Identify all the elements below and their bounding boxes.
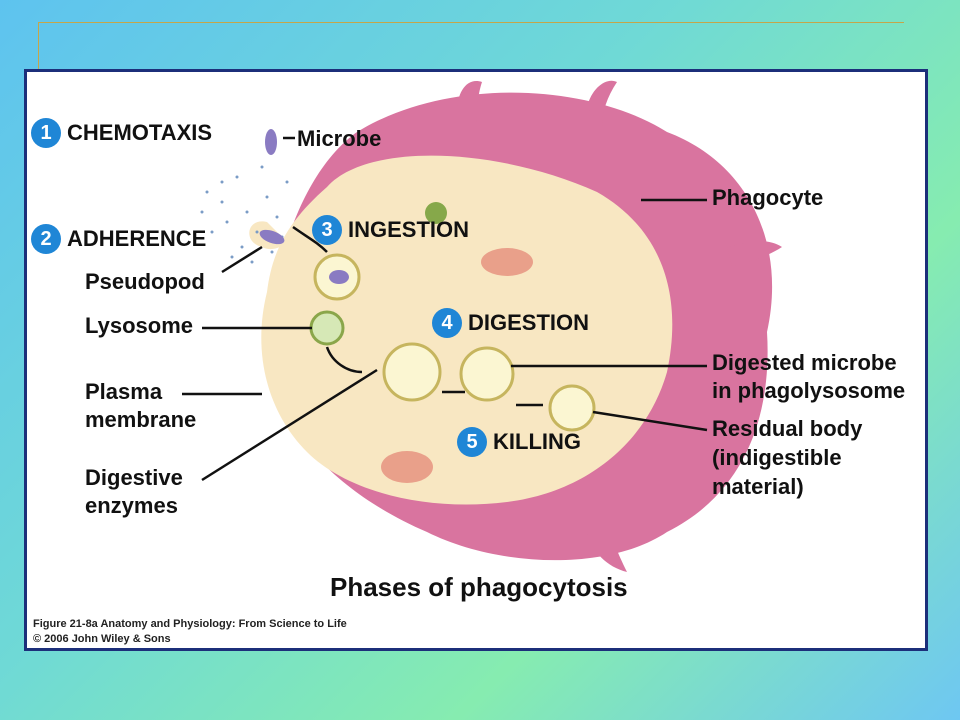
label-residual-body-line2: (indigestible: [712, 445, 842, 470]
phase-label: DIGESTION: [468, 310, 590, 335]
label-plasma-membrane-line1: Plasma: [85, 379, 163, 404]
figure-caption: Phases of phagocytosis: [330, 572, 628, 602]
phase-label: CHEMOTAXIS: [67, 120, 213, 145]
arrow-ingestion: [292, 225, 328, 253]
figure-frame: 1 CHEMOTAXIS 2 ADHERENCE 3 INGESTION 4 D…: [24, 69, 928, 651]
mitochondrion: [481, 248, 533, 276]
phagocyte-projection: [587, 527, 627, 572]
phase-number-badge: 3: [312, 215, 342, 245]
phase-number-badge: 4: [432, 308, 462, 338]
lysosome: [309, 310, 345, 346]
label-digestive-enzymes-line1: Digestive: [85, 465, 183, 490]
phagocyte-projection: [457, 81, 482, 122]
phagocyte-projection: [727, 241, 782, 267]
label-digested-microbe-line1: Digested microbe: [712, 350, 897, 375]
leader-digestive-enzymes: [201, 368, 378, 482]
leader-pseudopod: [221, 245, 263, 274]
phase-number-badge: 5: [457, 427, 487, 457]
phase-label: ADHERENCE: [67, 226, 207, 251]
label-plasma-membrane-line2: membrane: [85, 407, 197, 432]
microbe-adhering: [259, 229, 285, 245]
arrow-lysosome: [325, 346, 363, 374]
phase-adherence: 2 ADHERENCE: [31, 224, 206, 254]
label-digestive-enzymes-line2: enzymes: [85, 493, 178, 518]
mitochondrion: [381, 451, 433, 483]
phagolysosome: [459, 346, 515, 402]
leader-residual-body: [592, 410, 708, 432]
figure-credit-line1: Figure 21-8a Anatomy and Physiology: Fro…: [33, 618, 347, 630]
label-microbe: Microbe: [297, 126, 382, 151]
phagolysosome: [382, 342, 442, 402]
phase-label: INGESTION: [348, 217, 470, 242]
figure-credit-line2: © 2006 John Wiley & Sons: [33, 633, 171, 645]
title-rule: [38, 22, 904, 72]
label-pseudopod: Pseudopod: [85, 269, 205, 294]
phase-digestion: 4 DIGESTION: [432, 308, 589, 338]
ingested-microbe: [329, 270, 349, 284]
label-lysosome: Lysosome: [85, 313, 194, 338]
phase-label: KILLING: [493, 429, 581, 454]
phagocyte-projection: [587, 80, 617, 127]
chemotaxis-dots: [200, 165, 289, 264]
label-residual-body-line1: Residual body: [712, 416, 863, 441]
phase-chemotaxis: 1 CHEMOTAXIS: [31, 118, 212, 148]
phase-ingestion: 3 INGESTION: [312, 215, 469, 245]
phase-number-badge: 1: [31, 118, 61, 148]
phagocytosis-diagram: [182, 80, 782, 572]
residual-body: [548, 384, 596, 432]
label-residual-body-line3: material): [712, 474, 804, 499]
granule: [425, 202, 447, 224]
phase-killing: 5 KILLING: [457, 427, 581, 457]
label-digested-microbe-line2: in phagolysosome: [712, 378, 906, 403]
microbe: [265, 129, 277, 155]
label-phagocyte: Phagocyte: [712, 185, 824, 210]
phase-number-badge: 2: [31, 224, 61, 254]
